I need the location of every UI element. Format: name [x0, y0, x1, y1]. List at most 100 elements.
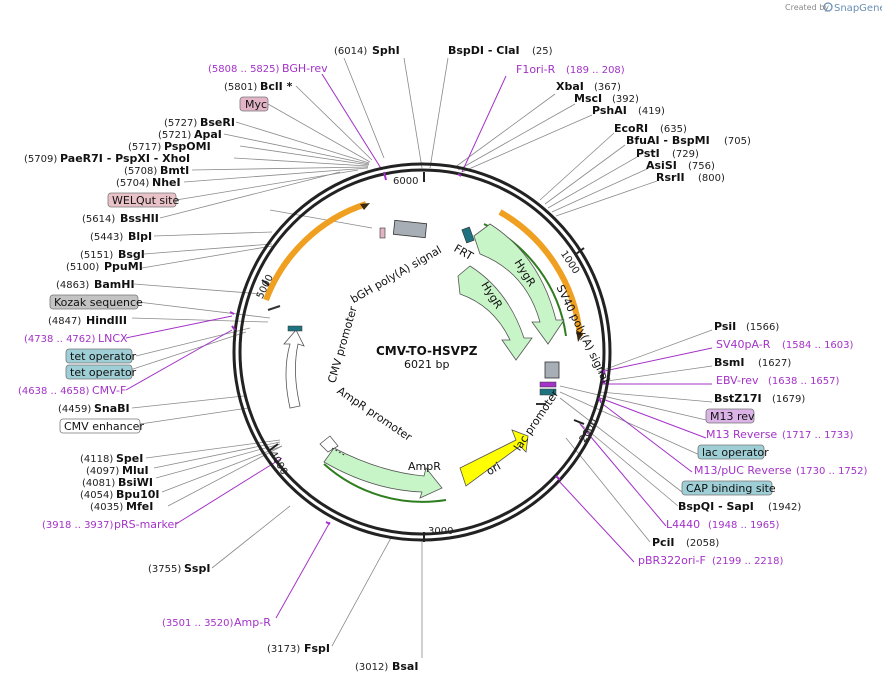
enzyme-name: BspQI - SapI	[678, 500, 754, 513]
enzyme-position: (4035)	[90, 502, 123, 513]
enzyme-name: ApaI	[194, 128, 222, 141]
enzyme-name: PciI	[652, 536, 674, 549]
primer-name: EBV-rev	[716, 374, 759, 387]
enzyme-position: (5727)	[164, 118, 197, 129]
enzyme-position: (4847)	[48, 316, 81, 327]
primer-range: (1638 .. 1657)	[768, 376, 840, 387]
cap-binding-site-label: CAP binding site	[686, 482, 776, 495]
tick-5000	[261, 279, 271, 287]
primer-mark	[457, 173, 462, 177]
hygr-arrow-outer	[473, 223, 565, 345]
enzyme-position: (5709)	[24, 154, 57, 165]
tick-1000	[575, 247, 585, 255]
tick-4000	[269, 443, 279, 451]
enzyme-name: BsgI	[118, 248, 145, 261]
enzyme-position: (729)	[672, 149, 699, 160]
orange-feature-arc-left	[263, 201, 367, 302]
tet-operator-label: tet operator	[70, 366, 137, 379]
leader-line	[131, 317, 269, 323]
myc-label: Myc	[245, 98, 267, 111]
primer-name: pBR322ori-F	[638, 554, 706, 567]
enzyme-position: (635)	[660, 124, 687, 135]
m13-rev-label: M13 rev	[710, 410, 755, 423]
enzyme-position: (6014)	[334, 46, 367, 57]
leader-line	[559, 385, 707, 421]
label-ori: ori	[484, 460, 503, 478]
enzyme-name: HindIII	[86, 314, 127, 327]
primer-leader-line	[461, 75, 507, 173]
primer-range: (3501 .. 3520)	[162, 618, 234, 629]
enzyme-name: BfuAI - BspMI	[626, 134, 710, 147]
primer-mark	[383, 171, 387, 181]
primer-range: (189 .. 208)	[566, 65, 625, 76]
enzyme-position: (800)	[698, 173, 725, 184]
enzyme-position: (4054)	[80, 490, 113, 501]
primer-range: (4738 .. 4762)	[24, 334, 96, 345]
enzyme-name: BspDI - ClaI	[448, 44, 520, 57]
leader-line	[167, 445, 283, 507]
primer-leader-line	[599, 397, 707, 439]
enzyme-position: (2058)	[686, 538, 719, 549]
leader-line	[544, 144, 626, 205]
m13-rev-badge	[705, 408, 755, 424]
primer-range: (2199 .. 2218)	[712, 556, 784, 567]
primer-leader-line	[579, 423, 667, 527]
leader-line	[137, 301, 271, 319]
myc-badge	[239, 96, 269, 112]
leader-line	[153, 231, 273, 237]
orange-feature-arc-right	[498, 209, 583, 337]
brand-app-name: SnapGene	[834, 3, 882, 14]
leader-line	[547, 156, 638, 209]
enzyme-position: (4118)	[80, 454, 113, 465]
leader-line	[159, 171, 341, 219]
enzyme-name: XbaI	[556, 80, 584, 93]
leader-line	[599, 391, 713, 403]
cap-site-marker	[539, 388, 557, 396]
cmv-promoter-arrow	[283, 329, 305, 409]
enzyme-position: (4081)	[82, 478, 115, 489]
primer-leader-line	[599, 401, 693, 473]
tick-2000	[573, 419, 585, 425]
enzyme-name: SphI	[372, 44, 400, 57]
ampr-promoter-arrow	[319, 435, 339, 453]
frt-marker	[461, 226, 475, 244]
enzyme-position: (1566)	[746, 322, 779, 333]
primer-leader-line	[275, 521, 331, 619]
enzyme-name: PspOMI	[164, 140, 211, 153]
enzyme-name: FspI	[304, 642, 330, 655]
enzyme-position: (5704)	[116, 178, 149, 189]
backbone-outer-strand	[232, 162, 612, 542]
enzyme-name: BmtI	[160, 164, 189, 177]
label-frt: FRT	[452, 242, 476, 263]
enzyme-name: PshAI	[592, 104, 627, 117]
ruler-2000: 2000	[578, 417, 601, 444]
enzyme-name: BsiWI	[118, 476, 153, 489]
snapgene-logo-icon	[823, 2, 833, 12]
enzyme-position: (3755)	[148, 564, 181, 575]
ampr-arrow	[323, 447, 443, 499]
primer-range: (3918 .. 3937)	[42, 520, 114, 531]
enzyme-position: (5721)	[158, 130, 191, 141]
enzyme-position: (756)	[688, 161, 715, 172]
enzyme-name: SnaBI	[94, 402, 130, 415]
enzyme-name: BssHII	[120, 212, 159, 225]
label-lac-promoter: lac promoter	[511, 387, 561, 453]
ampr-promoter-dashes	[331, 447, 347, 457]
leader-line	[457, 103, 576, 171]
leader-line	[161, 445, 283, 493]
label-cmv-promoter: CMV promoter	[325, 304, 359, 384]
leader-line	[153, 441, 281, 469]
enzyme-name: EcoRI	[614, 122, 648, 135]
primer-range: (1584 .. 1603)	[782, 340, 854, 351]
leader-line	[155, 443, 281, 479]
enzyme-position: (5443)	[90, 232, 123, 243]
arrowhead-icon	[360, 203, 370, 210]
enzyme-position: (392)	[612, 94, 639, 105]
enzyme-name: RsrII	[656, 171, 685, 184]
primer-name: SV40pA-R	[716, 338, 771, 351]
backbone-inner-strand	[238, 168, 606, 536]
ruler-6000: 6000	[393, 176, 418, 187]
enzyme-name: BsaI	[392, 660, 418, 673]
primer-range: (5808 .. 5825)	[208, 64, 280, 75]
